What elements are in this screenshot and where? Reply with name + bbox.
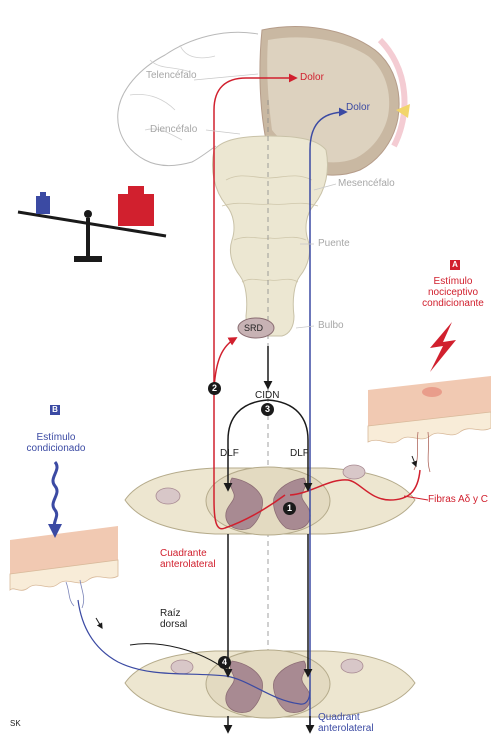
step-marker-1: 1 bbox=[283, 502, 296, 515]
label-fibras: Fibras Aδ y C bbox=[428, 494, 488, 505]
label-estimulo-nociceptivo: Estímulo nociceptivo condicionante bbox=[410, 276, 491, 309]
label-dlf-right: DLF bbox=[290, 448, 309, 459]
badge-b: B bbox=[50, 405, 60, 415]
label-estimulo-condicionado: Estímulo condicionado bbox=[14, 432, 98, 454]
label-puente: Puente bbox=[318, 238, 350, 249]
label-srd: SRD bbox=[244, 323, 263, 334]
label-dlf-left: DLF bbox=[220, 448, 239, 459]
label-dolor-red: Dolor bbox=[300, 72, 324, 83]
label-mesencefalo: Mesencéfalo bbox=[338, 178, 395, 189]
step-marker-2: 2 bbox=[208, 382, 221, 395]
signature-initials: SK bbox=[10, 718, 21, 729]
step-marker-3: 3 bbox=[261, 403, 274, 416]
wavy-stimulus-icon bbox=[53, 462, 57, 528]
step-marker-4: 4 bbox=[218, 656, 231, 669]
label-cidn: CIDN bbox=[255, 390, 279, 401]
label-cuadrante-red: Cuadrante anterolateral bbox=[160, 548, 216, 570]
balance-scale-icon bbox=[18, 186, 166, 262]
badge-a: A bbox=[450, 260, 460, 270]
skin-block-right bbox=[368, 376, 491, 472]
label-raiz-dorsal: Raíz dorsal bbox=[160, 608, 187, 630]
lightning-bolt-icon bbox=[430, 322, 456, 372]
spinal-section-upper bbox=[125, 465, 415, 535]
spinal-section-lower bbox=[125, 650, 415, 718]
label-dolor-blue: Dolor bbox=[346, 102, 370, 113]
label-cuadrante-blue: Quadrant anterolateral bbox=[318, 712, 374, 734]
label-telencefalo: Telencéfalo bbox=[146, 70, 197, 81]
label-bulbo: Bulbo bbox=[318, 320, 344, 331]
blue-ascending-pathway bbox=[310, 112, 346, 730]
skin-block-left bbox=[10, 526, 118, 608]
label-diencefalo: Diencéfalo bbox=[150, 124, 197, 135]
